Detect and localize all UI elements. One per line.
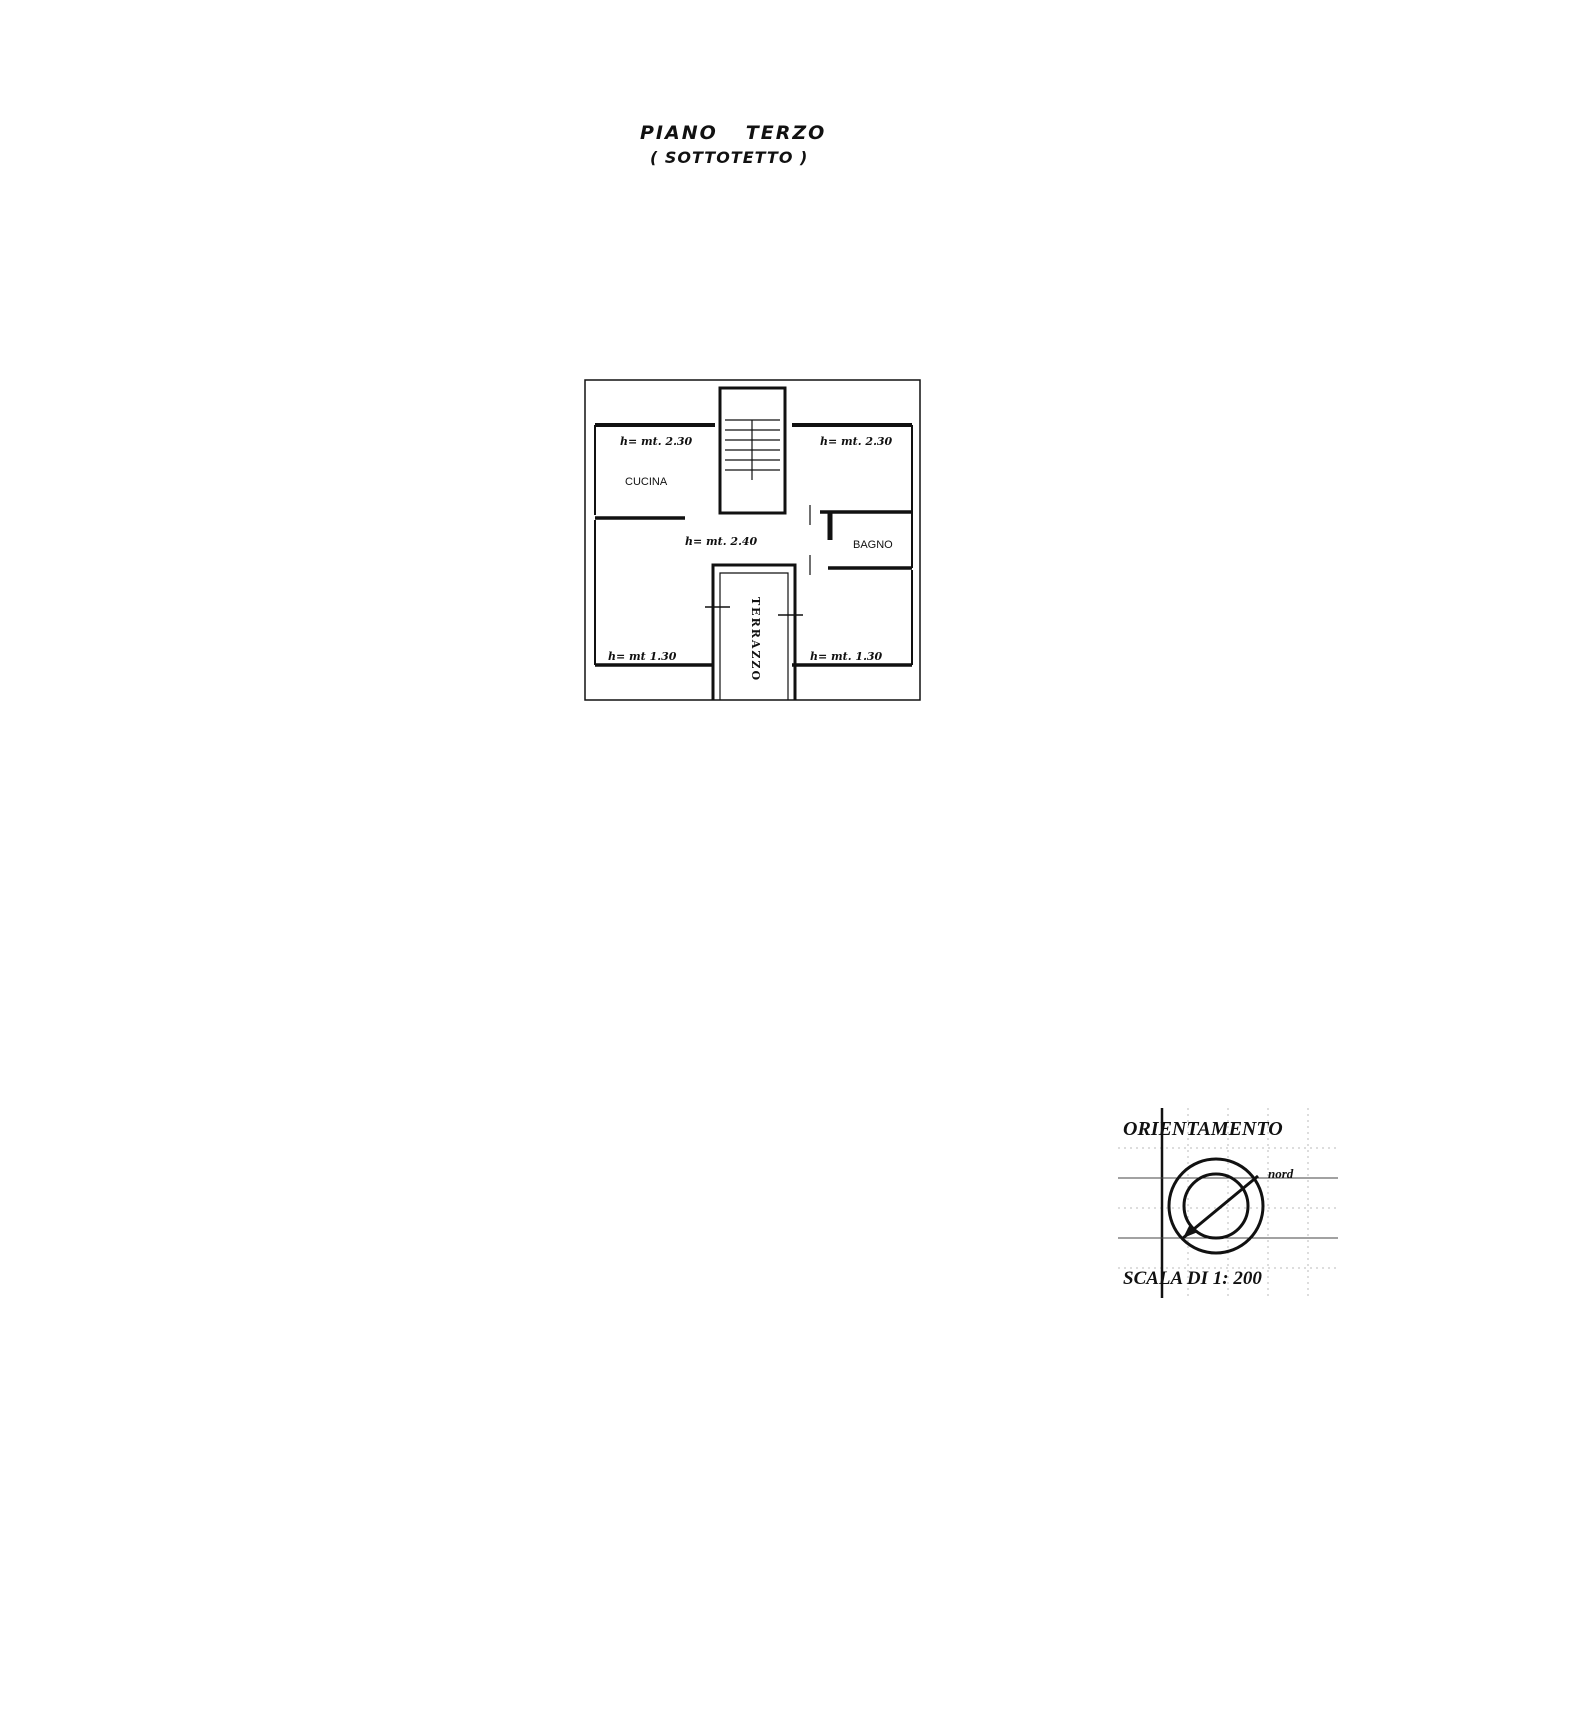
room-height-bottom-right: h= mt. 1.30 [810,650,883,663]
room-label-bagno: BAGNO [853,539,893,551]
scale-label: SCALA DI 1: 200 [1123,1268,1262,1289]
compass-icon [1118,1108,1338,1298]
title-subtitle: ( SOTTOTETTO ) [650,148,809,167]
north-label: nord [1268,1166,1294,1181]
plan-title: PIANO TERZO ( SOTTOTETTO ) [640,122,880,167]
room-height-bottom-left: h= mt 1.30 [608,650,677,663]
floor-plan: h= mt. 2.30 CUCINA h= mt. 2.30 h= mt. 2.… [580,375,925,705]
orientation-heading: ORIENTAMENTO [1123,1118,1283,1140]
room-label-cucina: CUCINA [625,476,668,488]
orientation-box: ORIENTAMENTO nord SCALA DI 1: 200 [1118,1108,1338,1298]
room-height-center: h= mt. 2.40 [685,535,758,548]
title-piano: PIANO [640,122,718,144]
room-label-terrazzo: TERRAZZO [749,597,762,683]
room-height-top-left: h= mt. 2.30 [620,435,693,448]
floor-plan-drawing [584,379,921,701]
room-height-top-right: h= mt. 2.30 [820,435,893,448]
title-terzo: TERZO [745,122,827,144]
